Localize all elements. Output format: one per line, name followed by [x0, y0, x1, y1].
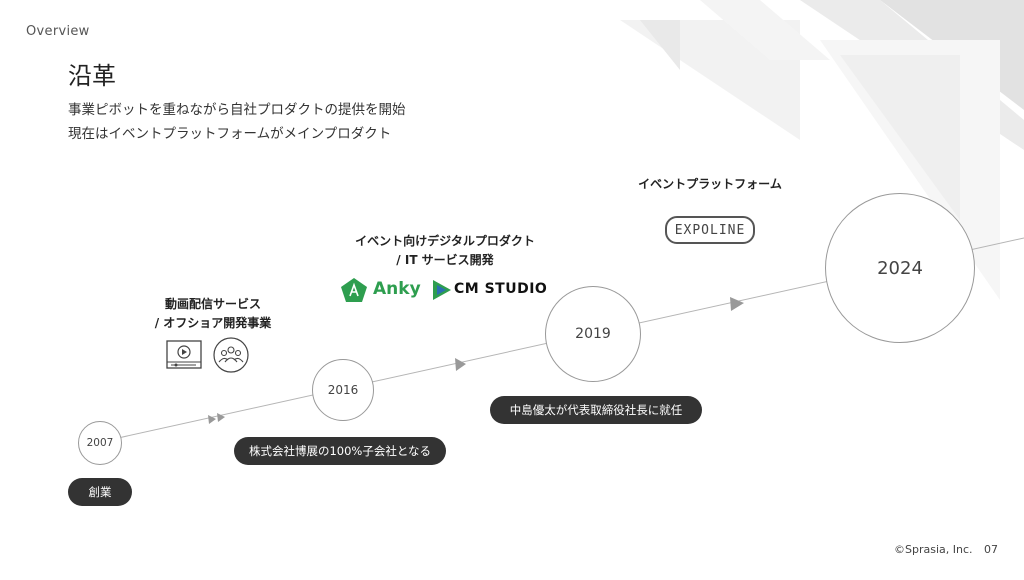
video-player-icon — [166, 340, 202, 369]
stage3-caption: イベントプラットフォーム — [638, 177, 782, 191]
team-group-icon — [213, 337, 249, 373]
stage1-caption-line1: 動画配信サービス — [164, 297, 261, 311]
decor-triangle — [640, 20, 680, 70]
stage2-caption-line2: / IT サービス開発 — [396, 253, 494, 267]
anky-logo-mark — [341, 278, 367, 302]
event-badge-2019: 中島優太が代表取締役社長に就任 — [490, 396, 702, 424]
timeline-arrow — [730, 297, 744, 311]
stage1-caption: 動画配信サービス / オフショア開発事業 — [138, 295, 288, 333]
stage1-caption-line2: / オフショア開発事業 — [154, 316, 272, 330]
section-label: Overview — [26, 24, 90, 39]
event-badge-2016: 株式会社博展の100%子会社となる — [234, 437, 446, 465]
year-circle-2016: 2016 — [312, 359, 374, 421]
event-badge-2007: 創業 — [68, 478, 132, 506]
stage2-caption-line1: イベント向けデジタルプロダクト — [355, 234, 535, 248]
page-title: 沿革 — [68, 62, 116, 90]
expoline-logo: EXPOLINE — [665, 216, 755, 244]
subtitle-line-1: 事業ピボットを重ねながら自社プロダクトの提供を開始 — [68, 102, 406, 118]
decor-triangle — [840, 55, 960, 220]
timeline-arrow — [217, 413, 225, 422]
footer: ©Sprasia, Inc. 07 — [894, 543, 998, 556]
stage2-caption: イベント向けデジタルプロダクト / IT サービス開発 — [340, 232, 550, 270]
subtitle-line-2: 現在はイベントプラットフォームがメインプロダクト — [68, 126, 392, 142]
anky-logo-text: Anky — [373, 279, 421, 299]
expoline-logo-text: EXPOLINE — [674, 222, 746, 238]
copyright-text: ©Sprasia, Inc. — [893, 543, 973, 556]
year-circle-2007: 2007 — [78, 421, 122, 465]
year-circle-2024: 2024 — [825, 193, 975, 343]
year-circle-2019: 2019 — [545, 286, 641, 382]
page-number: 07 — [984, 543, 998, 556]
timeline-arrow — [208, 415, 216, 424]
decor-triangle — [700, 0, 830, 60]
cm-studio-logo-mark — [433, 280, 451, 300]
cm-studio-logo-text: CM STUDIO — [454, 281, 548, 297]
timeline-arrow — [455, 358, 466, 371]
